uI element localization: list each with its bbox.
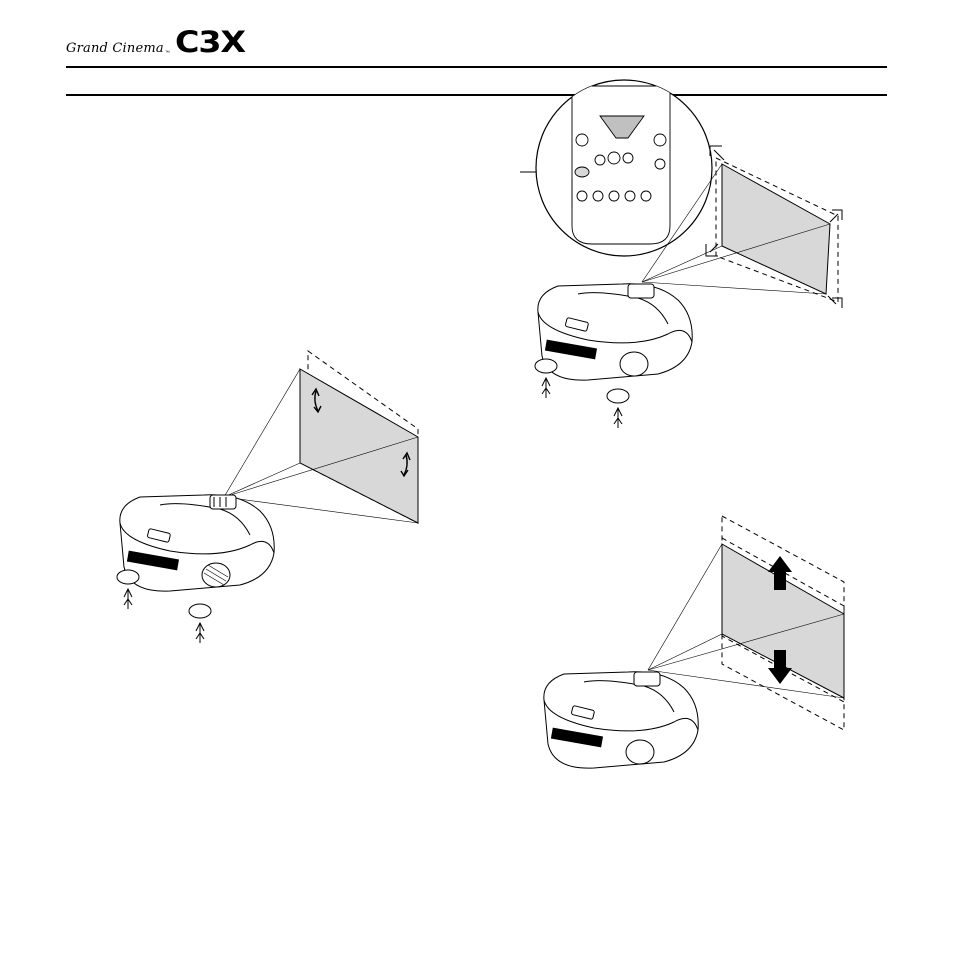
brand-name: Grand Cinema bbox=[66, 41, 164, 56]
remote-keystone-figure bbox=[520, 79, 843, 428]
trademark-mark: ™ bbox=[164, 50, 170, 56]
model-name: C3X bbox=[174, 25, 246, 59]
shift-arrow-icon bbox=[768, 556, 792, 684]
adjust-foot-icon bbox=[534, 358, 630, 428]
lens-shift-figure bbox=[543, 515, 845, 769]
projector-icon bbox=[119, 494, 275, 592]
header-rule-bottom bbox=[66, 94, 887, 96]
header-rule-top bbox=[66, 66, 887, 68]
projector-icon bbox=[543, 671, 699, 769]
adjust-foot-icon bbox=[116, 569, 212, 643]
tilt-arrow-icon bbox=[311, 387, 411, 478]
projector-icon bbox=[537, 283, 693, 381]
remote-control-icon bbox=[571, 85, 671, 245]
projector-tilt-figure bbox=[116, 350, 419, 643]
